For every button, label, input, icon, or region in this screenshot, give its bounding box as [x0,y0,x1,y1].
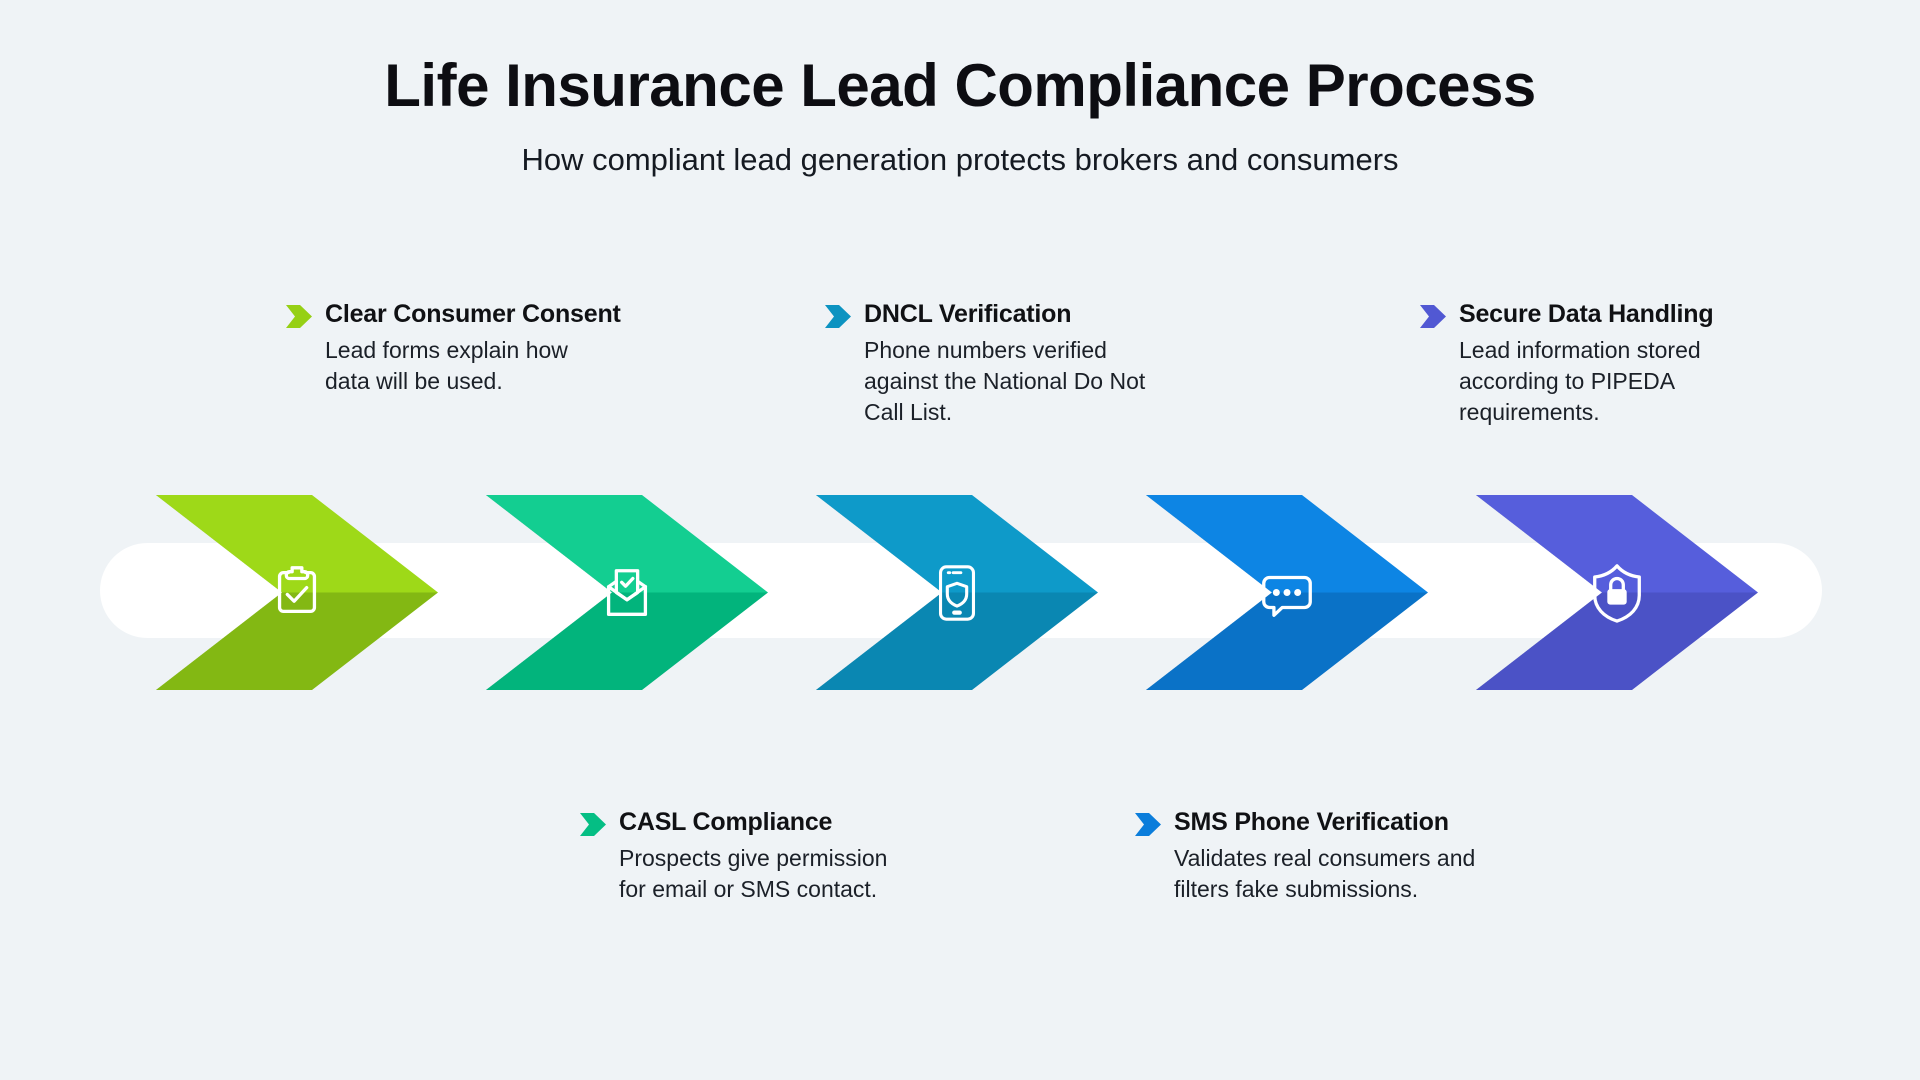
callout-title: SMS Phone Verification [1174,808,1449,836]
callout-description-line: Validates real consumers and [1174,844,1476,871]
callout-description: Phone numbers verified against the Nation… [864,335,1145,429]
callout-description-line: against the National Do Not [864,368,1146,395]
callout-description-line: Phone numbers verified [864,336,1107,363]
callout-description-line: Lead information stored [1459,336,1701,363]
chevron-bullet-icon [1135,813,1161,836]
callout-title: Clear Consumer Consent [325,300,621,328]
callout-description-line: filters fake submissions. [1174,876,1419,903]
callout-description-line: requirements. [1459,399,1600,426]
callout-description-line: Lead forms explain how [325,336,568,363]
callout-description-line: Prospects give permission [619,844,888,871]
page-subtitle: How compliant lead generation protects b… [521,142,1399,178]
callout-description: Validates real consumers and filters fake… [1174,843,1475,906]
callout-description: Lead forms explain how data will be used. [325,335,621,398]
process-step-chevron-3[interactable] [816,495,1098,690]
callout-description-line: for email or SMS contact. [619,876,878,903]
callout-description: Prospects give permission for email or SM… [619,843,887,906]
chevron-bullet-icon [286,305,312,328]
page-title: Life Insurance Lead Compliance Process [384,52,1536,119]
chevron-bullet-icon [1420,305,1446,328]
callout-description-line: according to PIPEDA [1459,368,1676,395]
callout-title: DNCL Verification [864,300,1072,328]
callout-description-line: data will be used. [325,368,503,395]
header: Life Insurance Lead Compliance Process H… [0,0,1920,178]
process-step-chevron-4[interactable] [1146,495,1428,690]
process-step-chevron-5[interactable] [1476,495,1758,690]
chevron-bullet-icon [825,305,851,328]
callout-description: Lead information stored according to PIPE… [1459,335,1713,429]
callout-title: CASL Compliance [619,808,833,836]
callout-description-line: Call List. [864,399,953,426]
chevron-bullet-icon [580,813,606,836]
process-step-chevron-1[interactable] [156,495,438,690]
callout-title: Secure Data Handling [1459,300,1714,328]
process-step-chevron-2[interactable] [486,495,768,690]
